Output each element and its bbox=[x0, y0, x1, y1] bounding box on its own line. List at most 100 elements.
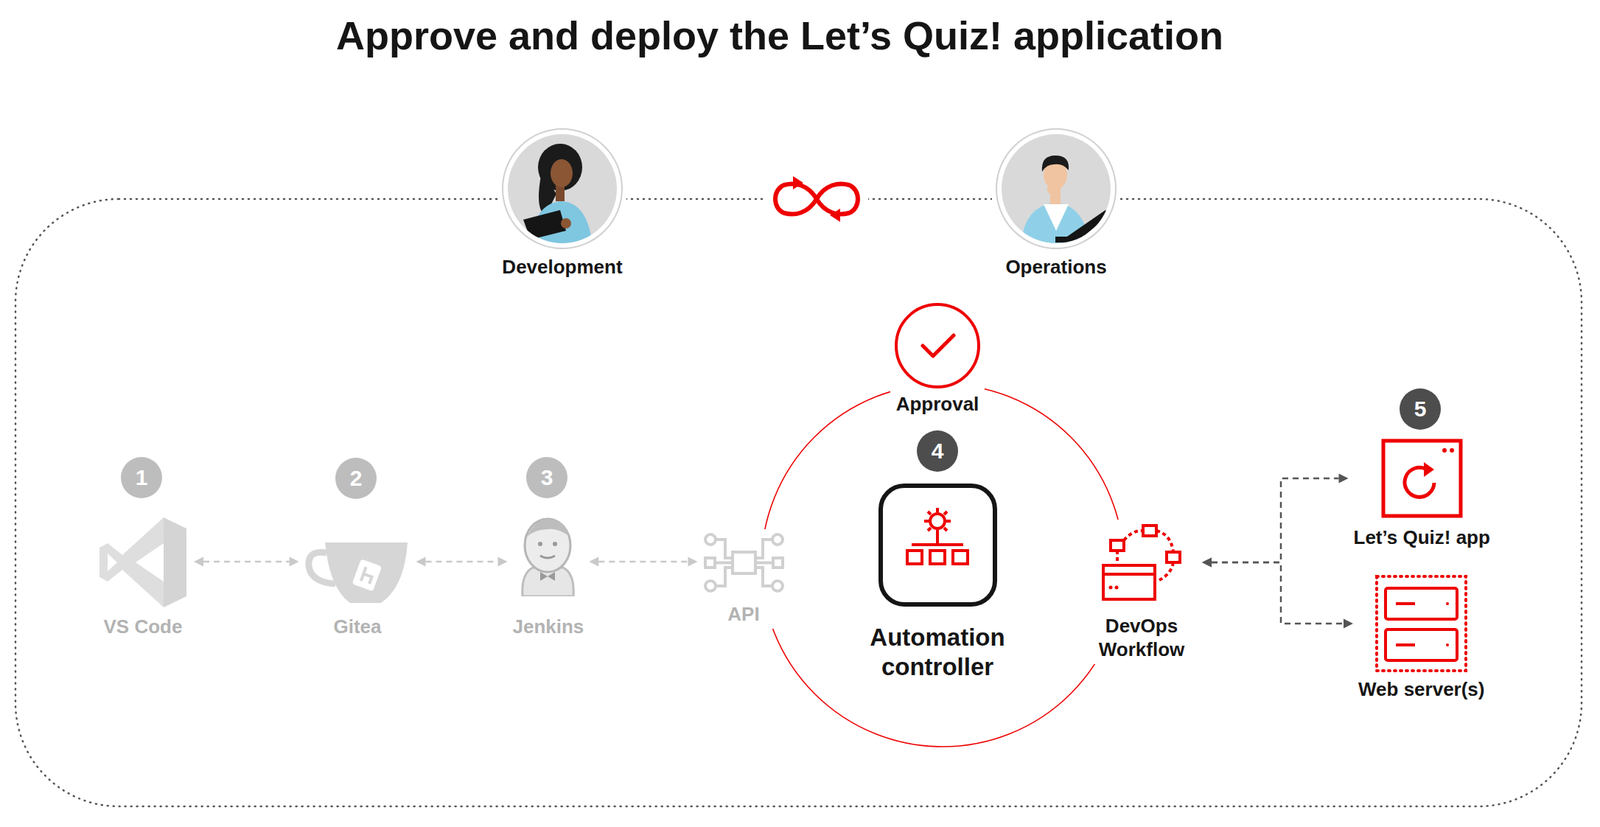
arrowhead bbox=[416, 557, 426, 567]
devops-workflow-icon-part bbox=[1103, 572, 1155, 576]
infinity-loop bbox=[775, 183, 858, 214]
connector-line bbox=[1211, 478, 1340, 563]
node-icon bbox=[501, 127, 624, 250]
jenkins-icon-part bbox=[540, 555, 555, 558]
arrowhead bbox=[1202, 557, 1212, 568]
operator-avatar-part bbox=[1001, 134, 1111, 244]
node-label: DevOps Workflow bbox=[1086, 613, 1197, 662]
role-avatar: Operations bbox=[991, 124, 1121, 282]
callout-number: 1 bbox=[120, 456, 163, 499]
devops-workflow-icon-part bbox=[1166, 552, 1180, 563]
workflow-node: DevOps Workflow bbox=[1083, 519, 1200, 665]
infinity-ground bbox=[764, 173, 869, 225]
automation-controller-icon-part bbox=[930, 513, 945, 529]
automation-controller-icon-part bbox=[930, 550, 945, 564]
node-icon bbox=[1100, 522, 1184, 603]
arrowhead bbox=[588, 557, 599, 567]
callout-number: 3 bbox=[526, 456, 568, 499]
node-label: API bbox=[727, 602, 760, 626]
web-server-icon-part bbox=[1385, 588, 1458, 661]
node-label: Gitea bbox=[333, 615, 382, 639]
role-avatar: Development bbox=[498, 124, 627, 282]
node-icon bbox=[97, 515, 189, 610]
api-icon-part bbox=[714, 539, 774, 586]
api-icon bbox=[703, 532, 785, 594]
developer-avatar-part bbox=[523, 210, 567, 240]
api-icon-part bbox=[705, 557, 715, 568]
connector bbox=[588, 557, 698, 567]
web-server-icon-part bbox=[1376, 576, 1466, 671]
operator-avatar-part bbox=[1020, 202, 1091, 250]
developer-avatar-part bbox=[555, 184, 565, 202]
node-icon bbox=[1373, 573, 1469, 674]
infinity-arrowhead bbox=[792, 176, 804, 190]
web-server-icon bbox=[1373, 573, 1469, 674]
automation-controller-icon bbox=[877, 482, 998, 608]
node-icon bbox=[1381, 438, 1463, 519]
gitea-icon-part bbox=[351, 558, 382, 592]
arrowhead bbox=[1202, 557, 1212, 568]
arrowhead bbox=[498, 557, 508, 567]
diagram-title: Approve and deploy the Let’s Quiz! appli… bbox=[336, 11, 1224, 60]
automation-controller-icon-part bbox=[924, 507, 951, 535]
gitea-icon bbox=[304, 529, 412, 606]
approval-node: Approval bbox=[890, 298, 985, 419]
tool-node: Jenkins bbox=[509, 511, 588, 642]
devops-workflow-icon-part bbox=[1110, 540, 1124, 551]
app-icon bbox=[1381, 438, 1463, 519]
arrowhead bbox=[1343, 619, 1354, 629]
node-icon bbox=[513, 514, 583, 597]
developer-avatar-part bbox=[550, 159, 573, 188]
node-icon bbox=[994, 127, 1118, 250]
app-icon-part bbox=[1383, 440, 1461, 516]
vscode-icon-part bbox=[163, 517, 187, 608]
node-label: Jenkins bbox=[512, 615, 585, 639]
devops-workflow-icon-part bbox=[1108, 585, 1113, 590]
node-icon bbox=[304, 529, 412, 606]
jenkins-icon-part bbox=[524, 518, 571, 572]
api-icon-part bbox=[732, 552, 756, 574]
gitea-icon-part bbox=[360, 566, 374, 584]
callout-text: 3 bbox=[540, 466, 554, 489]
node-icon bbox=[703, 532, 785, 594]
automation-controller-icon-part bbox=[907, 550, 922, 564]
target-node: Web server(s) bbox=[1355, 570, 1488, 704]
developer-avatar-part bbox=[523, 143, 594, 250]
app-icon-part bbox=[1449, 448, 1455, 453]
web-server-icon-part bbox=[1445, 602, 1449, 606]
app-icon-part bbox=[1423, 462, 1435, 477]
node-label: Operations bbox=[1005, 255, 1107, 279]
operator-avatar bbox=[994, 127, 1118, 250]
operator-avatar-part bbox=[996, 128, 1116, 249]
node-label: Approval bbox=[896, 392, 980, 416]
operator-avatar-part bbox=[1043, 204, 1069, 231]
callout-text: 4 bbox=[931, 439, 945, 463]
automation-controller-icon-part bbox=[952, 550, 968, 564]
connector bbox=[1202, 557, 1354, 629]
connector-line bbox=[1211, 562, 1344, 624]
automation-controller-icon-part bbox=[911, 534, 964, 545]
arrowhead bbox=[289, 557, 300, 567]
devops-workflow-icon-part bbox=[1103, 565, 1155, 600]
api-icon-part bbox=[773, 557, 783, 568]
developer-avatar-part bbox=[502, 128, 623, 249]
devops-workflow-icon bbox=[1100, 522, 1184, 603]
arrowhead bbox=[688, 557, 698, 567]
connector-line bbox=[203, 560, 290, 564]
devops-workflow-icon-part bbox=[1117, 530, 1174, 581]
vscode-icon-part bbox=[99, 517, 164, 608]
callout-number: 2 bbox=[335, 457, 377, 499]
approval-loop-circle bbox=[761, 383, 1124, 747]
node-label: Let’s Quiz! app bbox=[1353, 526, 1491, 550]
operator-avatar-part bbox=[1055, 236, 1110, 243]
api-icon-part bbox=[705, 580, 716, 592]
approval-check-icon-part bbox=[922, 335, 954, 356]
tool-node: VS Code bbox=[94, 512, 192, 642]
operator-avatar-part bbox=[1020, 155, 1110, 250]
jenkins-icon-part bbox=[540, 571, 555, 581]
jenkins-icon bbox=[513, 514, 583, 597]
api-icon-part bbox=[705, 534, 716, 545]
web-server-icon-part bbox=[1395, 603, 1416, 645]
